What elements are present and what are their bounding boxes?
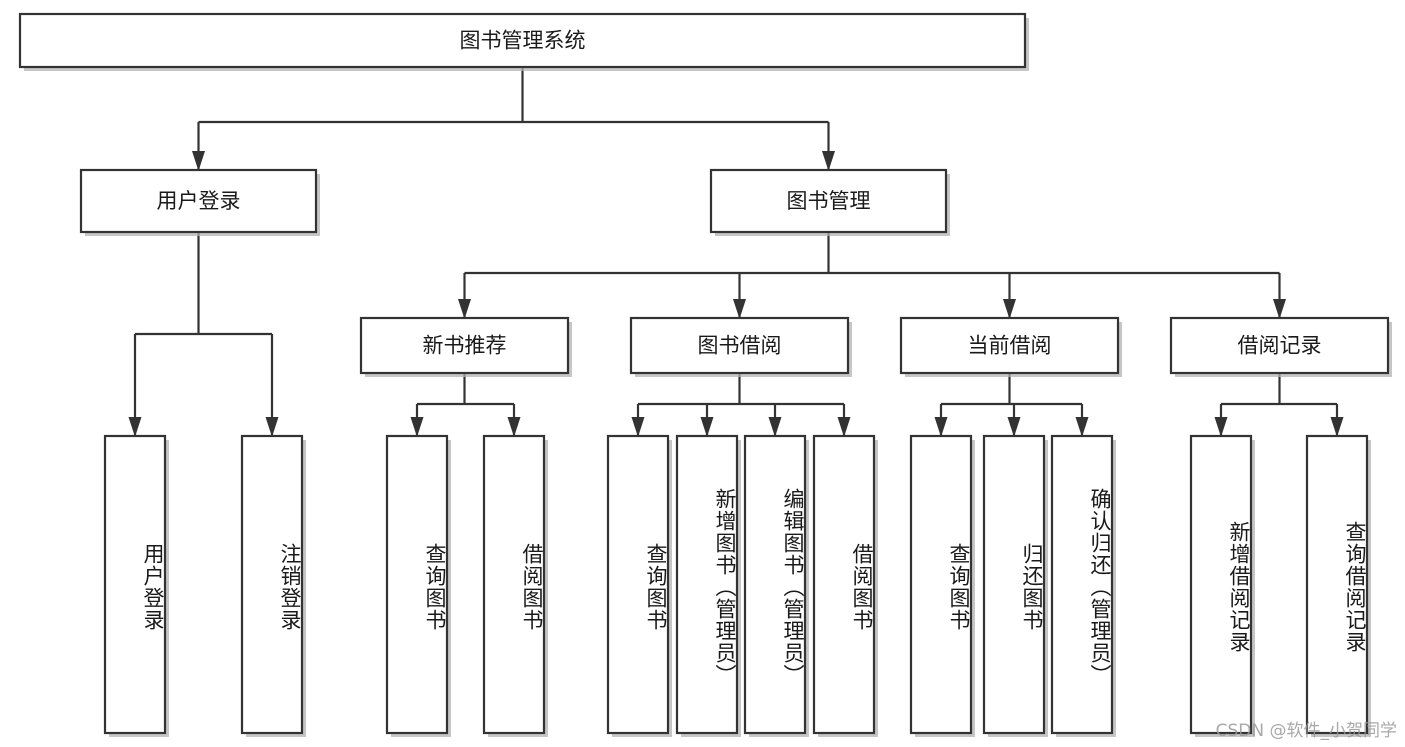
arrow-head-leaf-edit-book <box>768 417 782 437</box>
node-label-user-login: 用户登录 <box>157 189 241 213</box>
node-box-root[interactable] <box>18 12 1027 69</box>
node-box-leaf-query-book-3[interactable] <box>909 434 973 735</box>
node-box-current-borrow[interactable] <box>899 316 1120 375</box>
arrow-head-borrow-record <box>1273 299 1286 319</box>
boxes-layer <box>18 12 1392 737</box>
arrow-head-user-login <box>192 151 205 171</box>
node-label-book-manage: 图书管理 <box>787 189 871 213</box>
node-box-borrow-record[interactable] <box>1169 316 1390 375</box>
node-box-leaf-borrow-book-1[interactable] <box>482 434 546 735</box>
arrow-head-leaf-query-book-2 <box>631 417 645 437</box>
arrow-head-leaf-user-login <box>128 417 142 437</box>
node-label-borrow-record: 借阅记录 <box>1238 334 1322 358</box>
arrow-head-leaf-borrow-book-2 <box>837 417 851 437</box>
node-box-leaf-user-logout[interactable] <box>240 434 304 735</box>
node-box-leaf-return-book[interactable] <box>982 434 1046 735</box>
arrow-head-current-borrow <box>1003 299 1016 319</box>
connectors-layer <box>128 67 1344 437</box>
arrow-head-leaf-add-record <box>1214 417 1228 437</box>
node-label-root: 图书管理系统 <box>460 29 586 53</box>
node-box-book-borrow[interactable] <box>629 316 850 375</box>
arrow-head-leaf-user-logout <box>265 417 279 437</box>
node-box-book-manage[interactable] <box>709 168 948 234</box>
node-box-leaf-edit-book[interactable] <box>743 434 807 735</box>
node-box-leaf-user-login[interactable] <box>103 434 167 735</box>
arrow-head-leaf-borrow-book-1 <box>507 417 521 437</box>
node-box-leaf-query-book-1[interactable] <box>385 434 449 735</box>
node-box-leaf-query-book-2[interactable] <box>606 434 670 735</box>
node-box-leaf-query-record[interactable] <box>1305 434 1369 735</box>
node-box-leaf-borrow-book-2[interactable] <box>812 434 876 735</box>
arrow-head-new-book-rec <box>458 299 471 319</box>
csdn-watermark: CSDN @软件_小贺同学 <box>1215 721 1397 741</box>
node-label-current-borrow: 当前借阅 <box>968 334 1052 358</box>
arrow-head-book-manage <box>822 151 835 171</box>
arrow-head-leaf-add-book <box>700 417 714 437</box>
node-box-user-login[interactable] <box>79 168 318 234</box>
node-box-leaf-add-book[interactable] <box>675 434 739 735</box>
arrow-head-leaf-query-book-1 <box>410 417 424 437</box>
arrow-head-leaf-query-book-3 <box>934 417 948 437</box>
node-box-new-book-rec[interactable] <box>359 316 570 375</box>
node-label-new-book-rec: 新书推荐 <box>423 334 507 358</box>
node-box-leaf-add-record[interactable] <box>1189 434 1253 735</box>
node-box-leaf-confirm-return[interactable] <box>1050 434 1114 735</box>
arrow-head-book-borrow <box>733 299 746 319</box>
arrow-head-leaf-confirm-return <box>1075 417 1089 437</box>
node-label-book-borrow: 图书借阅 <box>698 334 782 358</box>
arrow-head-leaf-query-record <box>1330 417 1344 437</box>
arrow-head-leaf-return-book <box>1007 417 1021 437</box>
